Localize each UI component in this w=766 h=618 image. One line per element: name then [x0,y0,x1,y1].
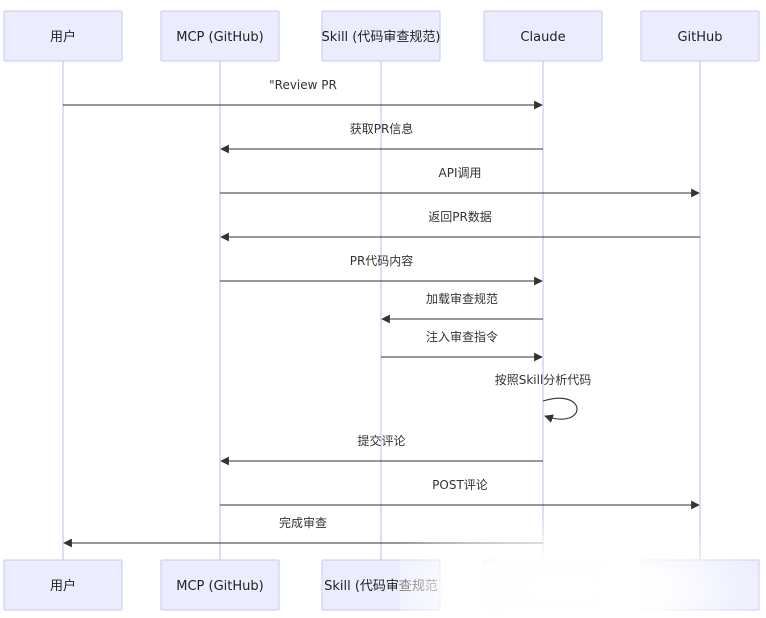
participant-label-github: GitHub [677,30,722,45]
message-label: 获取PR信息 [350,121,414,136]
participant-box-bottom-user [3,559,123,611]
participant-box-bottom-mcp [160,559,280,611]
message-label: POST评论 [432,478,488,492]
message-label: 加载审查规范 [426,291,498,306]
message-label: API调用 [439,166,482,180]
participant-label-bottom-skill: Skill (代码审查规范 [324,579,438,594]
participant-box-skill [321,10,441,62]
message-label: 提交评论 [357,433,405,448]
participant-box-bottom-github [640,559,760,611]
message-label: 注入审查指令 [426,329,498,344]
participant-label-claude: Claude [520,30,565,45]
participant-box-claude [483,10,603,62]
message-label: 完成审查 [279,515,327,530]
message-label: "Review PR [269,78,337,92]
participant-label-bottom-mcp: MCP (GitHub) [176,579,263,594]
message-label: 返回PR数据 [428,209,492,224]
participant-box-github [640,10,760,62]
participant-label-user: 用户 [50,29,76,45]
participant-box-bottom-claude [483,559,603,611]
participant-box-mcp [160,10,280,62]
participant-label-skill: Skill (代码审查规范) [322,30,441,45]
participant-box-user [3,10,123,62]
participant-label-mcp: MCP (GitHub) [176,30,263,45]
participant-label-bottom-user: 用户 [50,578,76,594]
message-arrow-self [542,397,578,423]
message-label: PR代码内容 [350,253,414,268]
message-label: 按照Skill分析代码 [495,373,592,387]
